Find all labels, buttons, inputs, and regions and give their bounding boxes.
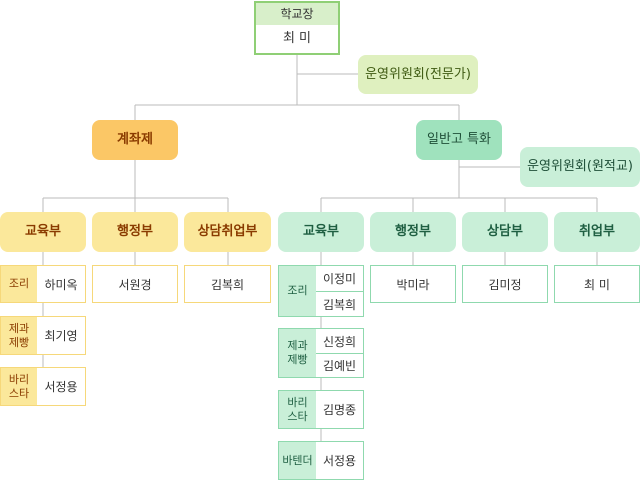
branch-left-title: 계좌제: [92, 120, 178, 160]
unit-label: 제과 제빵: [279, 329, 316, 377]
right-dept-education: 교육부: [278, 212, 364, 252]
right-unit-barista: 바리 스타 김명종: [278, 390, 364, 429]
left-unit-bakery: 제과 제빵 최기영: [0, 316, 86, 355]
right-admin-name: 박미라: [370, 265, 456, 303]
unit-member: 김명종: [322, 403, 357, 417]
right-unit-bartender: 바텐더 서정용: [278, 441, 364, 480]
unit-member: 김예빈: [316, 353, 363, 377]
right-dept-employment: 취업부: [554, 212, 640, 252]
right-counseling-name: 김미정: [462, 265, 548, 303]
principal-name: 최 미: [282, 31, 312, 46]
left-dept-admin: 행정부: [92, 212, 178, 252]
unit-label: 바텐더: [279, 442, 316, 479]
unit-member: 최기영: [44, 329, 78, 343]
unit-label: 바리 스타: [279, 391, 316, 428]
unit-member: 서정용: [322, 454, 357, 468]
right-employment-name: 최 미: [554, 265, 640, 303]
unit-label: 조리: [1, 266, 37, 302]
unit-member: 신정희: [322, 334, 357, 349]
principal-title: 학교장: [256, 3, 338, 25]
branch-right-title: 일반고 특화: [416, 120, 502, 160]
committee-main: 운영위원회(전문가): [358, 55, 478, 94]
unit-label: 바리 스타: [1, 368, 37, 405]
left-counseling-name: 김복희: [184, 265, 271, 303]
right-unit-cooking: 조리 이정미 김복희: [278, 265, 364, 317]
committee-school: 운영위원회(원적교): [520, 147, 640, 187]
left-dept-education: 교육부: [0, 212, 86, 252]
unit-label: 제과 제빵: [1, 317, 37, 354]
right-unit-bakery: 제과 제빵 신정희 김예빈: [278, 328, 364, 378]
left-dept-counseling-employment: 상담취업부: [184, 212, 271, 252]
left-admin-name: 서원경: [92, 265, 178, 303]
unit-member: 김복희: [316, 291, 363, 316]
unit-member: 서정용: [44, 380, 78, 394]
left-unit-cooking: 조리 하미옥: [0, 265, 86, 303]
unit-member: 하미옥: [44, 277, 78, 292]
principal-box: 학교장 최 미: [254, 1, 340, 55]
left-unit-barista: 바리 스타 서정용: [0, 367, 86, 406]
unit-label: 조리: [279, 266, 316, 316]
unit-member: 이정미: [322, 272, 357, 286]
right-dept-counseling: 상담부: [462, 212, 548, 252]
right-dept-admin: 행정부: [370, 212, 456, 252]
